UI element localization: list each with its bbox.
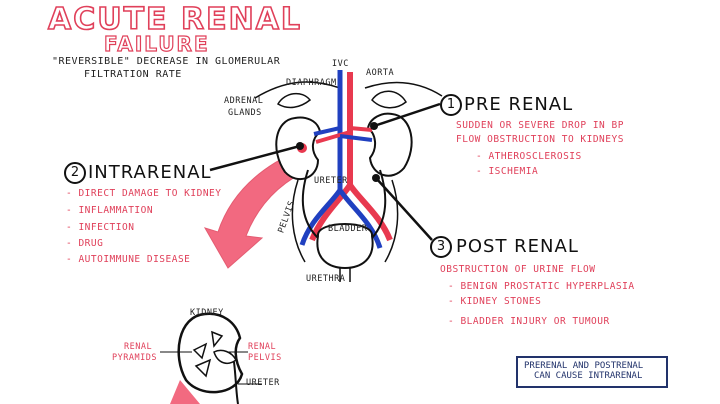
label-ureter-zoom: URETER <box>246 378 280 388</box>
label-glands: GLANDS <box>228 108 262 118</box>
renal-vein-left <box>313 126 341 136</box>
intrarenal-pointer <box>209 144 301 172</box>
intrarenal-heading: INTRARENAL <box>88 162 212 183</box>
bladder <box>316 223 374 270</box>
zoomed-renal-pyramids <box>192 330 224 378</box>
zoomed-ureter <box>233 361 239 404</box>
diaphragm <box>254 81 443 99</box>
left-adrenal-gland <box>276 92 312 109</box>
label-bladder: BLADDER <box>328 224 368 234</box>
intrarenal-item: - AUTOIMMUNE DISEASE <box>66 254 191 265</box>
note-line1: PRERENAL AND POSTRENAL <box>524 361 644 371</box>
intrarenal-item: - DRUG <box>66 238 104 249</box>
page-subtitle: FAILURE <box>103 31 210 56</box>
postrenal-item: - BLADDER INJURY OR TUMOUR <box>448 316 610 327</box>
label-ureter: URETER <box>314 176 348 186</box>
definition-line2: FILTRATION RATE <box>84 69 182 80</box>
label-renal-pyramids-2: PYRAMIDS <box>112 353 157 363</box>
zoom-arrow <box>203 149 313 269</box>
label-adrenal: ADRENAL <box>224 96 264 106</box>
label-renal-pelvis-1: RENAL <box>248 342 277 352</box>
intrarenal-item: - INFLAMMATION <box>66 205 154 216</box>
definition-line1: "REVERSIBLE" DECREASE IN GLOMERULAR <box>52 56 281 67</box>
postrenal-number: 3 <box>430 236 452 258</box>
pelvis <box>291 179 399 263</box>
label-urethra: URETHRA <box>306 274 346 284</box>
postrenal-item: - BENIGN PROSTATIC HYPERPLASIA <box>448 281 635 292</box>
urethra <box>339 268 351 282</box>
prerenal-line1: SUDDEN OR SEVERE DROP IN BP <box>456 120 624 131</box>
postrenal-item: - KIDNEY STONES <box>448 296 542 307</box>
zoomed-renal-pelvis <box>213 349 237 365</box>
ivc <box>299 70 383 249</box>
label-diaphragm: DIAPHRAGM <box>286 78 337 88</box>
label-renal-pelvis-2: PELVIS <box>248 353 282 363</box>
prerenal-item: - ISCHEMIA <box>476 166 539 177</box>
prerenal-item: - ATHEROSCLEROSIS <box>476 151 582 162</box>
summary-note-box: PRERENAL AND POSTRENAL CAN CAUSE INTRARE… <box>516 356 668 388</box>
intrarenal-number: 2 <box>64 162 86 184</box>
postrenal-line1: OBSTRUCTION OF URINE FLOW <box>440 264 596 275</box>
renal-vein-right <box>339 134 373 142</box>
prerenal-number: 1 <box>440 94 462 116</box>
aorta <box>309 72 393 242</box>
right-ureter <box>371 169 387 239</box>
postrenal-heading: POST RENAL <box>456 236 579 257</box>
prerenal-pointer <box>373 102 441 128</box>
renal-artery-left <box>315 130 351 144</box>
right-adrenal-gland <box>371 90 407 109</box>
renal-artery-right <box>349 126 373 132</box>
right-kidney <box>366 112 413 177</box>
prerenal-line2: FLOW OBSTRUCTION TO KIDNEYS <box>456 134 624 145</box>
intrarenal-item: - INFECTION <box>66 222 135 233</box>
left-ureter <box>301 169 319 239</box>
prerenal-heading: PRE RENAL <box>464 94 574 115</box>
label-ivc: IVC <box>332 59 349 69</box>
label-renal-pyramids-1: RENAL <box>124 342 153 352</box>
postrenal-pointer <box>375 177 433 241</box>
intrarenal-item: - DIRECT DAMAGE TO KIDNEY <box>66 188 222 199</box>
note-line2: CAN CAUSE INTRARENAL <box>534 371 643 381</box>
label-kidney: KIDNEY <box>190 308 224 318</box>
zoom-arrow-tip <box>170 380 200 404</box>
page-title: ACUTE RENAL <box>47 1 303 38</box>
zoomed-kidney <box>177 312 244 394</box>
label-aorta: AORTA <box>366 68 395 78</box>
